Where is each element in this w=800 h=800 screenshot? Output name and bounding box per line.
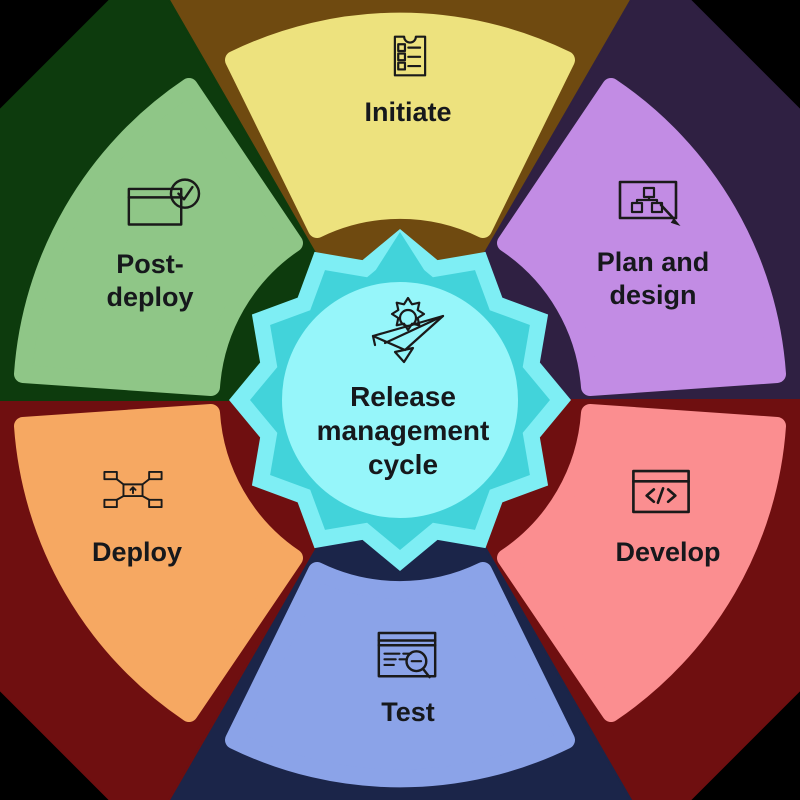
segment-label-deploy: Deploy bbox=[91, 537, 183, 567]
segment-initiate bbox=[225, 12, 575, 238]
segment-post-deploy bbox=[14, 78, 303, 396]
deploy-nodes-icon bbox=[103, 470, 163, 509]
checklist-clipboard-icon bbox=[393, 35, 427, 77]
window-check-icon bbox=[127, 178, 201, 226]
paper-plane-gear-icon bbox=[371, 296, 445, 364]
segment-deploy bbox=[14, 404, 303, 722]
center-circle bbox=[282, 282, 518, 518]
segment-label-develop: Develop bbox=[615, 537, 721, 567]
segment-label-plan-and-design: Plan and design bbox=[596, 247, 710, 310]
plan-board-icon bbox=[618, 180, 681, 227]
segment-test bbox=[225, 562, 575, 788]
center-burst bbox=[229, 229, 571, 571]
center-star-top-point bbox=[372, 232, 428, 276]
segment-plan-and-design bbox=[497, 78, 786, 396]
test-report-magnifier-icon bbox=[377, 631, 437, 679]
segment-label-test: Test bbox=[381, 697, 435, 727]
segment-label-post-deploy: Post-deploy bbox=[106, 249, 194, 312]
segment-develop bbox=[497, 404, 786, 722]
center-title: Release management cycle bbox=[316, 381, 490, 480]
code-window-icon bbox=[632, 469, 690, 514]
segment-label-initiate: Initiate bbox=[364, 97, 452, 127]
